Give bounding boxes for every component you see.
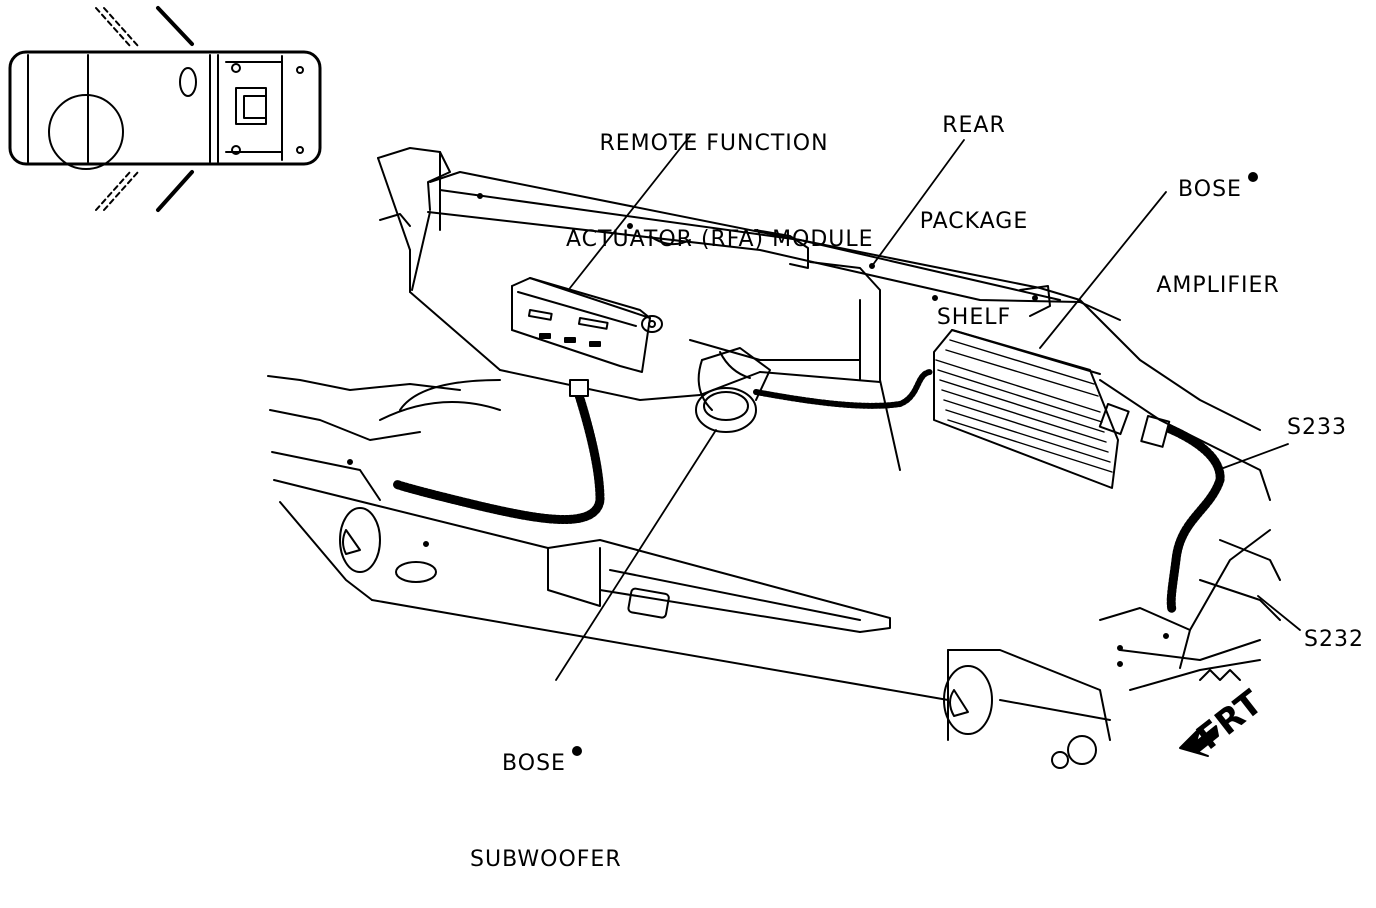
line-drawing — [8, 6, 1301, 769]
label-bose-sub-line1: BOSE — [502, 751, 566, 776]
label-rfa-module-line2: ACTUATOR (RFA) MODULE — [566, 227, 874, 252]
rfa-module — [511, 277, 663, 373]
label-rfa-module: REMOTE FUNCTION ACTUATOR (RFA) MODULE — [566, 64, 874, 288]
label-bose-amp-line2: AMPLIFIER — [1156, 273, 1280, 298]
registered-mark-icon — [571, 746, 582, 756]
rear-package-shelf — [377, 147, 1121, 471]
leader-lines — [555, 135, 1301, 681]
trunk-floor — [267, 299, 1281, 769]
label-bose-amplifier: BOSE AMPLIFIER — [1150, 110, 1286, 334]
wiring-harness — [391, 369, 1225, 615]
label-rear-shelf-line2: PACKAGE — [919, 209, 1029, 234]
label-bose-subwoofer: BOSE SUBWOOFER — [470, 684, 622, 908]
vehicle-locator-icon — [8, 6, 322, 212]
label-rfa-module-line1: REMOTE FUNCTION — [599, 131, 829, 156]
bose-amplifier — [933, 329, 1130, 489]
diagram: REMOTE FUNCTION ACTUATOR (RFA) MODULE RE… — [8, 6, 1364, 872]
label-bose-amp-line1: BOSE — [1178, 177, 1242, 202]
label-rear-shelf-line1: REAR — [942, 113, 1006, 138]
label-bose-sub-line2: SUBWOOFER — [470, 847, 622, 872]
bose-subwoofer — [695, 347, 771, 433]
label-s232: S232 — [1304, 627, 1364, 652]
label-rear-package-shelf: REAR PACKAGE SHELF — [914, 46, 1034, 366]
label-s233: S233 — [1287, 415, 1347, 440]
label-rear-shelf-line3: SHELF — [936, 305, 1012, 330]
registered-mark-icon — [1247, 172, 1258, 182]
front-arrow-icon — [1179, 725, 1219, 757]
